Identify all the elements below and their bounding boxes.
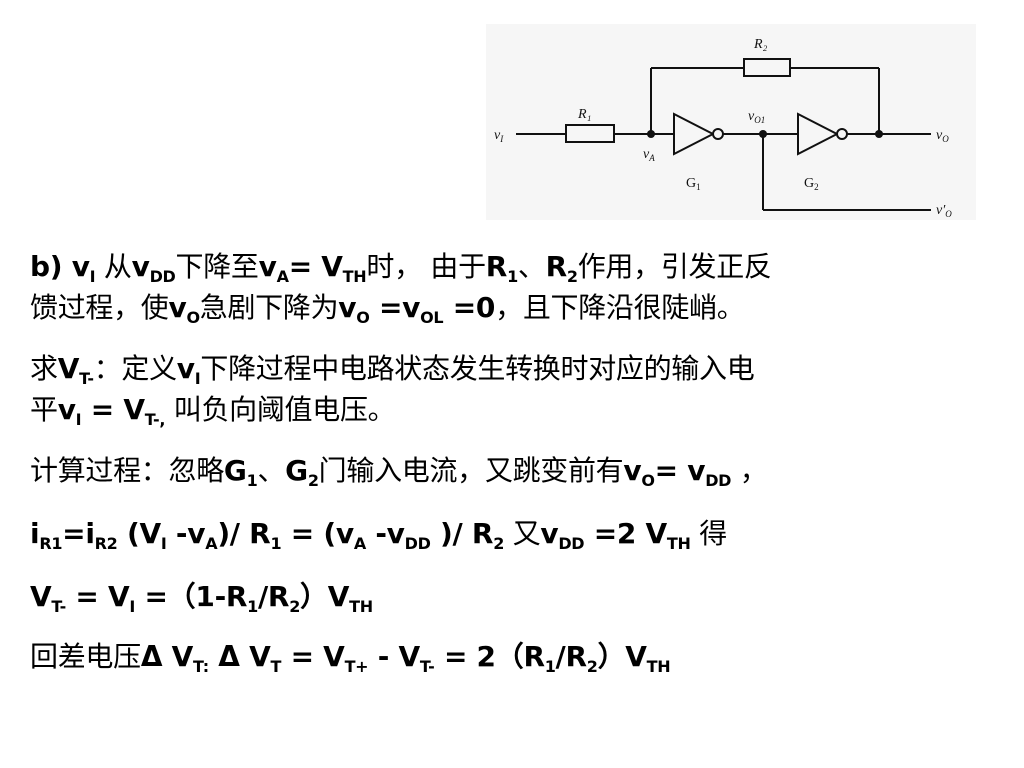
text-line-5: 计算过程：忽略G1、G2门输入电流，又跳变前有vO= vDD ， (30, 454, 768, 490)
circuit-diagram: vI R₁ R₂ vA vO1 vO v′O G1 G2 (486, 24, 976, 220)
text-line-4: 平vI = VT-, 叫负向阈值电压。 (30, 393, 396, 429)
r2-label: R₂ (753, 37, 768, 52)
text-line-2: 馈过程，使vO急剧下降为vO =vOL =0，且下降沿很陡峭。 (30, 291, 745, 327)
gate-g2 (797, 112, 840, 156)
vo-prime-label: v′O (936, 203, 952, 219)
r1-label: R₁ (577, 107, 591, 122)
g1-label: G1 (686, 176, 701, 192)
resistor-r2 (743, 58, 791, 77)
g2-label: G2 (804, 176, 819, 192)
va-label: vA (643, 147, 655, 163)
text-line-7: VT- = VI =（1-R1/R2）VTH (30, 580, 373, 616)
resistor-r1 (565, 124, 615, 143)
vo-label: vO (936, 128, 949, 144)
vo1-label: vO1 (748, 109, 765, 125)
vi-label: vI (494, 128, 504, 144)
text-line-3: 求VT-：定义vI下降过程中电路状态发生转换时对应的输入电 (30, 352, 755, 388)
text-line-1: b) vI 从vDD下降至vA= VTH时， 由于R1、R2作用，引发正反 (30, 250, 772, 286)
text-line-8: 回差电压Δ VT: Δ VT = VT+ - VT- = 2（R1/R2）VTH (30, 640, 671, 676)
text-line-6: iR1=iR2 (VI -vA)/ R1 = (vA -vDD )/ R2 又v… (30, 517, 727, 553)
gate-g1 (673, 112, 716, 156)
